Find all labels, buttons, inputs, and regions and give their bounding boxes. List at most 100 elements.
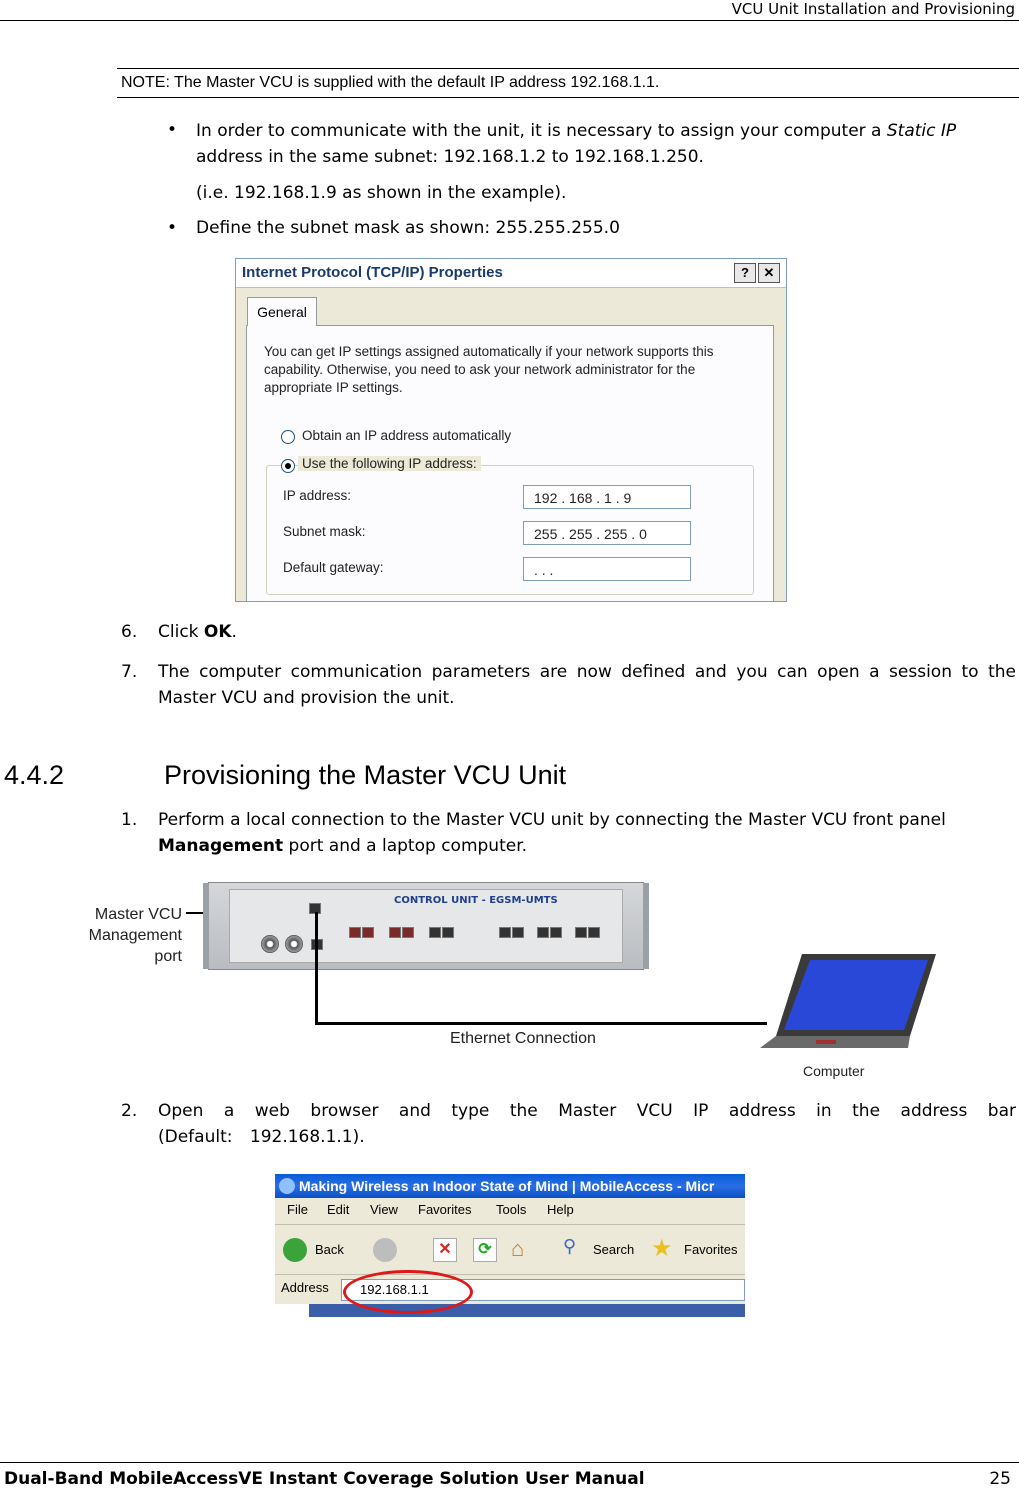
menu-edit[interactable]: Edit bbox=[327, 1202, 350, 1217]
ip-groupbox bbox=[266, 465, 754, 595]
default-gateway-field[interactable]: . . . bbox=[523, 557, 691, 581]
bullet-static-ip: In order to communicate with the unit, i… bbox=[196, 118, 1006, 170]
bnc-connector bbox=[285, 935, 303, 953]
callout-line-2: Management bbox=[88, 927, 182, 944]
step-1-bold: Management bbox=[158, 836, 284, 856]
step-6-bold: OK bbox=[203, 622, 232, 642]
step-1-end: port and a laptop computer. bbox=[283, 836, 528, 856]
port bbox=[512, 927, 524, 938]
port bbox=[537, 927, 549, 938]
menu-favorites[interactable]: Favorites bbox=[418, 1202, 472, 1217]
note-text: NOTE: The Master VCU is supplied with th… bbox=[121, 74, 660, 91]
page-number: 25 bbox=[989, 1469, 1011, 1489]
bullet-subnet: Define the subnet mask as shown: 255.255… bbox=[196, 218, 620, 238]
browser-title: Making Wireless an Indoor State of Mind … bbox=[299, 1178, 715, 1194]
refresh-icon[interactable]: ⟳ bbox=[473, 1238, 497, 1262]
radio-use-following[interactable] bbox=[281, 459, 295, 473]
default-gateway-label: Default gateway: bbox=[283, 560, 384, 575]
dialog-description: You can get IP settings assigned automat… bbox=[264, 344, 714, 395]
note-rule-top bbox=[117, 68, 1019, 69]
tab-general[interactable]: General bbox=[247, 297, 317, 326]
section-title: Provisioning the Master VCU Unit bbox=[164, 760, 567, 790]
rack-title: CONTROL UNIT - EGSM-UMTS bbox=[394, 895, 558, 906]
step-1-text: Perform a local connection to the Master… bbox=[158, 807, 1018, 859]
back-button[interactable]: Back bbox=[315, 1242, 344, 1257]
favorites-button[interactable]: Favorites bbox=[684, 1242, 738, 1257]
port bbox=[402, 927, 414, 938]
step-7-text: The computer communication parameters ar… bbox=[158, 662, 1016, 708]
step-6-text: Click OK. bbox=[158, 619, 237, 645]
search-icon[interactable]: ⚲ bbox=[563, 1236, 577, 1256]
step-6-number: 6. bbox=[121, 622, 138, 642]
note-rule-bottom bbox=[117, 97, 1019, 98]
bullet-example: (i.e. 192.168.1.9 as shown in the exampl… bbox=[196, 183, 567, 203]
subnet-mask-field[interactable]: 255 . 255 . 255 . 0 bbox=[523, 521, 691, 545]
ethernet-cable bbox=[315, 912, 318, 1024]
port bbox=[362, 927, 374, 938]
page-header: VCU Unit Installation and Provisioning bbox=[731, 0, 1015, 18]
menu-tools[interactable]: Tools bbox=[496, 1202, 527, 1217]
menu-file[interactable]: File bbox=[287, 1202, 308, 1217]
port bbox=[349, 927, 361, 938]
bullet-italic: Static IP bbox=[886, 121, 957, 141]
ethernet-label: Ethernet Connection bbox=[450, 1030, 596, 1047]
step-2-number: 2. bbox=[121, 1101, 138, 1121]
home-icon[interactable]: ⌂ bbox=[511, 1236, 525, 1261]
radio-obtain-auto[interactable] bbox=[281, 430, 295, 444]
browser-window: Making Wireless an Indoor State of Mind … bbox=[275, 1174, 745, 1317]
computer-label: Computer bbox=[803, 1063, 865, 1079]
section-number: 4.4.2 bbox=[4, 760, 65, 790]
header-rule bbox=[0, 20, 1019, 21]
port bbox=[499, 927, 511, 938]
forward-arrow-icon[interactable] bbox=[373, 1238, 397, 1262]
highlight-circle bbox=[343, 1270, 473, 1314]
help-button[interactable]: ? bbox=[734, 263, 756, 283]
dialog-titlebar: Internet Protocol (TCP/IP) Properties ? … bbox=[236, 259, 786, 288]
step-7-number: 7. bbox=[121, 662, 138, 682]
bnc-connector bbox=[261, 935, 279, 953]
step-6-end: . bbox=[231, 622, 237, 642]
step-6-label: Click bbox=[158, 622, 204, 642]
subnet-mask-label: Subnet mask: bbox=[283, 524, 366, 539]
toolbar-divider bbox=[275, 1224, 745, 1225]
port bbox=[588, 927, 600, 938]
port bbox=[429, 927, 441, 938]
port bbox=[550, 927, 562, 938]
port bbox=[442, 927, 454, 938]
dialog-title: Internet Protocol (TCP/IP) Properties bbox=[242, 264, 503, 281]
port bbox=[389, 927, 401, 938]
ethernet-cable bbox=[315, 1022, 767, 1025]
ip-address-field[interactable]: 192 . 168 . 1 . 9 bbox=[523, 485, 691, 509]
stop-icon[interactable]: ✕ bbox=[433, 1238, 457, 1262]
back-arrow-icon[interactable] bbox=[283, 1238, 307, 1262]
close-button[interactable]: ✕ bbox=[758, 263, 780, 283]
step-2-text: Open a web browser and type the Master V… bbox=[158, 1101, 1016, 1147]
ie-icon bbox=[279, 1178, 295, 1194]
callout-line-3: port bbox=[154, 948, 182, 965]
search-button[interactable]: Search bbox=[593, 1242, 635, 1257]
bullet-text-end: address in the same subnet: 192.168.1.2 … bbox=[196, 147, 704, 167]
control-unit-rack: CONTROL UNIT - EGSM-UMTS bbox=[203, 882, 649, 970]
bullet-dot: • bbox=[167, 120, 178, 140]
footer-manual-title: Dual-Band MobileAccessVE Instant Coverag… bbox=[4, 1469, 645, 1489]
port bbox=[575, 927, 587, 938]
ip-address-label: IP address: bbox=[283, 488, 352, 503]
rack-ear-left bbox=[203, 883, 209, 969]
address-label: Address bbox=[281, 1280, 329, 1295]
radio-use-following-label: Use the following IP address: bbox=[298, 456, 481, 471]
step-1-number: 1. bbox=[121, 810, 138, 830]
menu-view[interactable]: View bbox=[370, 1202, 398, 1217]
laptop-icon bbox=[760, 954, 936, 1048]
menu-help[interactable]: Help bbox=[547, 1202, 574, 1217]
callout-line-1: Master VCU bbox=[94, 906, 182, 923]
diagram-callout: Master VCU Management port bbox=[60, 904, 182, 967]
rack-ear-right bbox=[643, 883, 649, 969]
step-1-label: Perform a local connection to the Master… bbox=[158, 810, 946, 830]
tcpip-dialog: Internet Protocol (TCP/IP) Properties ? … bbox=[235, 258, 787, 602]
page-content-strip bbox=[275, 1304, 745, 1317]
footer-rule bbox=[0, 1462, 1019, 1463]
page-content-block bbox=[275, 1304, 309, 1317]
bullet-dot: • bbox=[167, 218, 178, 238]
browser-titlebar: Making Wireless an Indoor State of Mind … bbox=[275, 1174, 745, 1198]
favorites-star-icon[interactable]: ★ bbox=[651, 1235, 673, 1262]
